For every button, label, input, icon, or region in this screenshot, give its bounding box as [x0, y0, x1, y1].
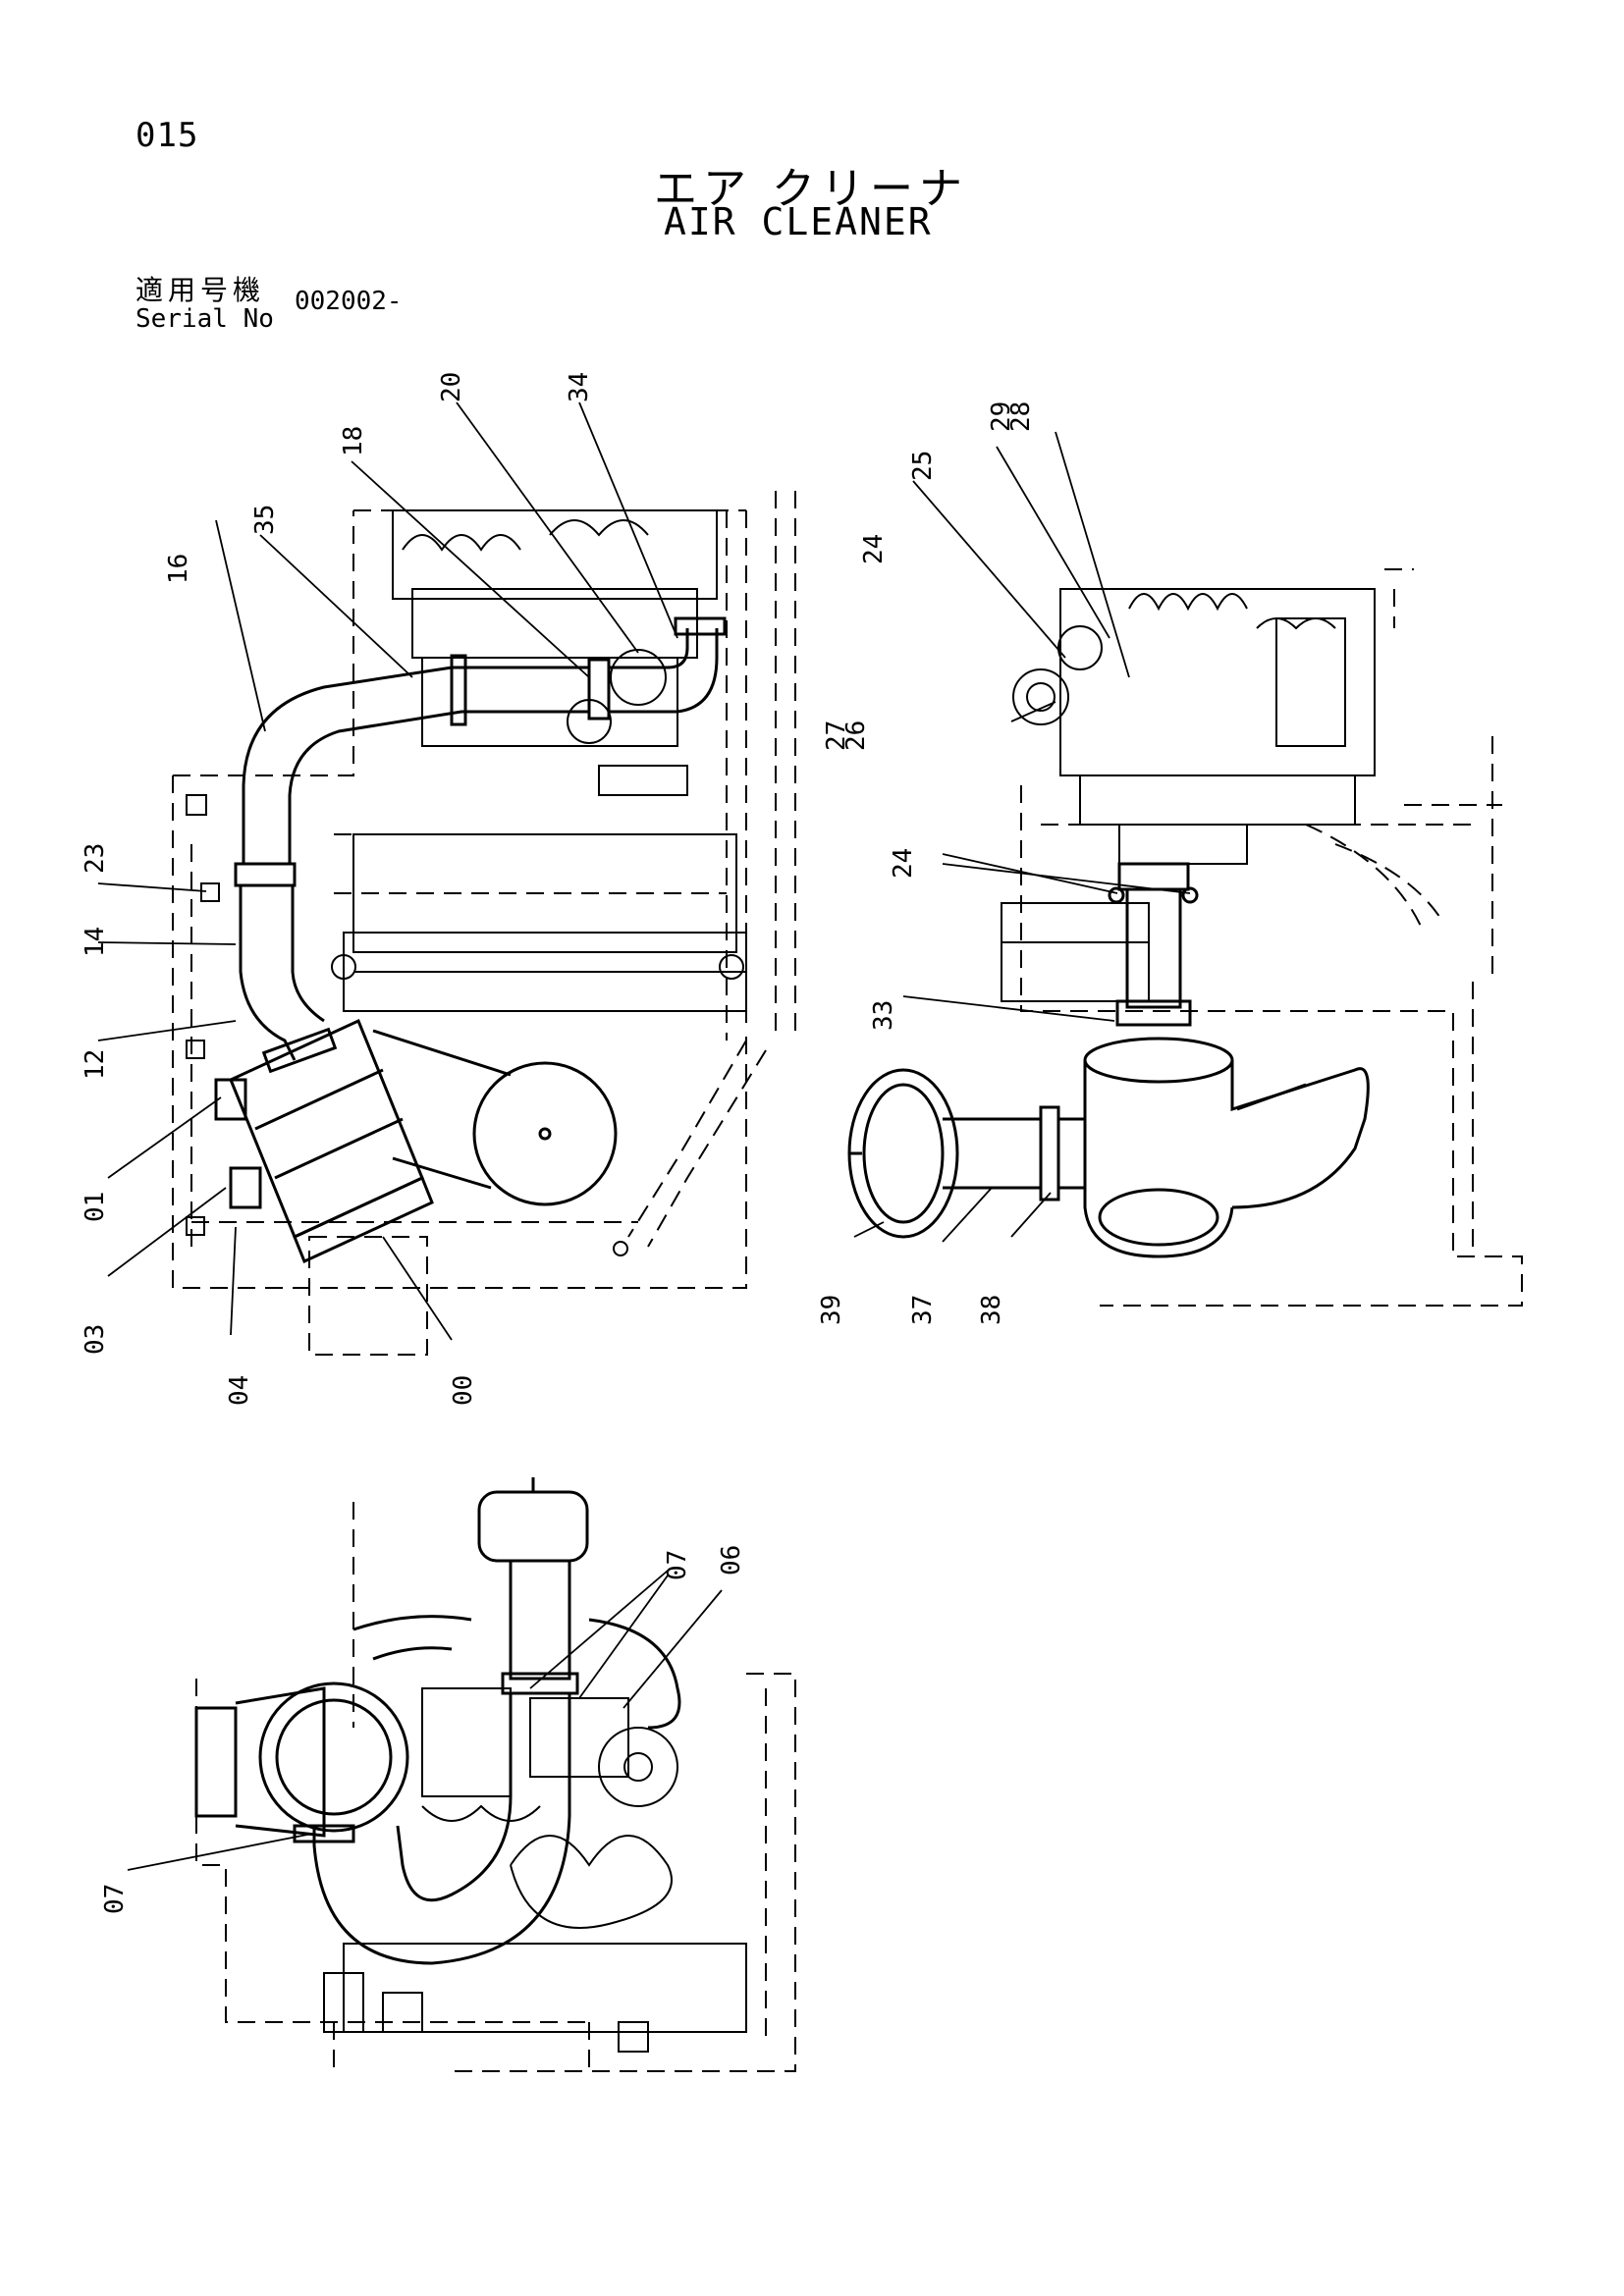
serial-number-value: 002002-: [295, 287, 403, 316]
callout-06: 06: [717, 1545, 746, 1575]
callout-23: 23: [81, 843, 110, 874]
callout-03: 03: [81, 1324, 110, 1355]
callout-00: 00: [449, 1375, 478, 1406]
callout-12: 12: [81, 1049, 110, 1080]
serial-label-japanese: 適用号機: [135, 274, 266, 306]
callout-27: 27: [822, 721, 851, 751]
callout-18: 18: [339, 426, 368, 456]
callout-labels: 16 35 18 20 34 23 14 12 01 03 04 00 25 2…: [81, 372, 1036, 1914]
top-view: [127, 1477, 796, 2072]
serial-label-english: Serial No: [135, 304, 274, 334]
callout-26: 26: [841, 721, 871, 751]
callout-24-lower: 24: [889, 848, 918, 879]
callout-04: 04: [225, 1375, 254, 1406]
callout-34: 34: [565, 372, 594, 402]
callout-25: 25: [908, 451, 938, 481]
callout-01: 01: [81, 1192, 110, 1222]
callout-39: 39: [817, 1295, 846, 1325]
callout-33: 33: [869, 1000, 898, 1031]
callout-29: 29: [987, 401, 1016, 432]
page-title-english: AIR CLEANER: [664, 200, 933, 243]
page-title-japanese: エア クリーナ: [654, 164, 968, 214]
callout-16: 16: [164, 554, 193, 584]
callout-20: 20: [437, 372, 466, 402]
callout-07-left: 07: [100, 1884, 130, 1914]
callout-37: 37: [908, 1295, 938, 1325]
page-number: 015: [135, 116, 199, 155]
front-view: [847, 431, 1523, 1307]
callout-07-top: 07: [663, 1550, 692, 1580]
callout-35: 35: [250, 505, 280, 535]
callout-38: 38: [977, 1295, 1006, 1325]
side-view: [97, 401, 796, 1356]
callout-28: 28: [1006, 401, 1036, 432]
callout-14: 14: [81, 927, 110, 957]
callout-24-upper: 24: [859, 534, 889, 564]
